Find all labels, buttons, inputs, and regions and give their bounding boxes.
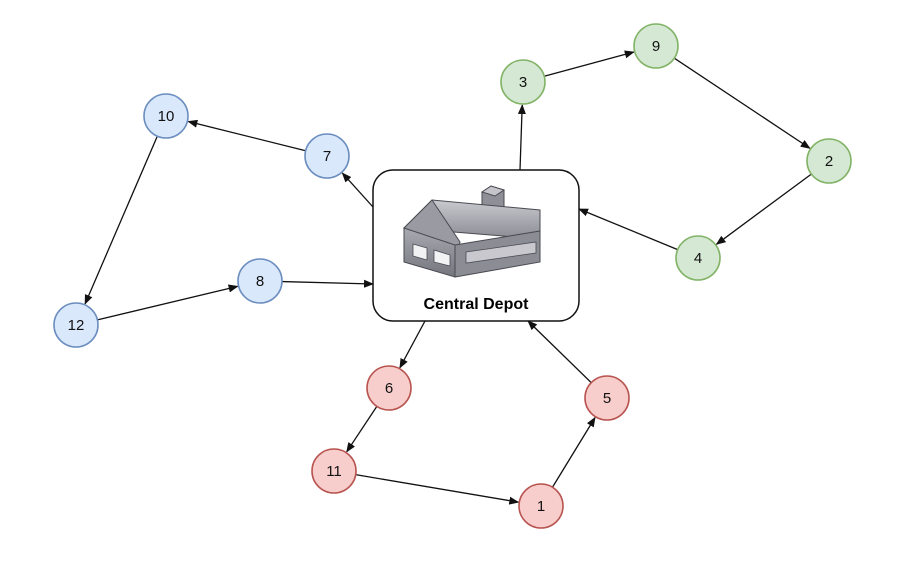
node-circle (500, 59, 546, 105)
edge-2-to-4 (715, 173, 812, 245)
node-8[interactable]: 8 (237, 258, 283, 304)
node-circle (584, 375, 630, 421)
edge-8-to-depot (281, 279, 374, 288)
node-circle (366, 365, 412, 411)
edge-5-to-depot (527, 320, 592, 384)
edge-12-to-8 (97, 284, 239, 321)
node-6[interactable]: 6 (366, 365, 412, 411)
node-circle (633, 23, 679, 69)
node-label: 11 (326, 463, 342, 480)
edge-10-to-12 (84, 135, 158, 305)
node-circle (237, 258, 283, 304)
node-circle (806, 138, 852, 184)
node-circle (304, 133, 350, 179)
node-11[interactable]: 11 (311, 448, 357, 494)
edges-layer (84, 50, 812, 505)
node-label: 8 (256, 273, 264, 290)
edge-depot-to-7 (341, 172, 374, 208)
central-depot[interactable]: Central Depot (372, 169, 580, 322)
node-12[interactable]: 12 (53, 302, 99, 348)
node-label: 1 (537, 498, 545, 515)
node-2[interactable]: 2 (806, 138, 852, 184)
node-1[interactable]: 1 (518, 483, 564, 529)
node-7[interactable]: 7 (304, 133, 350, 179)
node-10[interactable]: 10 (143, 93, 189, 139)
node-label: 5 (603, 390, 611, 407)
edge-9-to-2 (673, 57, 811, 149)
node-9[interactable]: 9 (633, 23, 679, 69)
edge-11-to-1 (355, 474, 520, 505)
node-label: 2 (825, 153, 833, 170)
node-circle (518, 483, 564, 529)
edge-6-to-11 (346, 405, 378, 453)
node-label: 12 (68, 317, 85, 334)
node-label: 9 (652, 38, 660, 55)
node-label: 4 (694, 250, 702, 267)
edge-4-to-depot (578, 208, 678, 251)
node-5[interactable]: 5 (584, 375, 630, 421)
node-label: 10 (158, 108, 175, 125)
depot-label: Central Depot (424, 296, 530, 313)
edge-depot-to-3 (517, 103, 526, 171)
edge-1-to-5 (551, 416, 596, 488)
edge-3-to-9 (544, 50, 635, 77)
node-circle (53, 302, 99, 348)
edge-7-to-10 (187, 119, 306, 152)
node-3[interactable]: 3 (500, 59, 546, 105)
node-circle (675, 235, 721, 281)
node-label: 7 (323, 148, 331, 165)
node-4[interactable]: 4 (675, 235, 721, 281)
warehouse-icon (402, 185, 541, 278)
node-label: 3 (519, 74, 527, 91)
node-circle (143, 93, 189, 139)
node-circle (311, 448, 357, 494)
node-label: 6 (385, 380, 393, 397)
edge-depot-to-6 (399, 320, 426, 369)
